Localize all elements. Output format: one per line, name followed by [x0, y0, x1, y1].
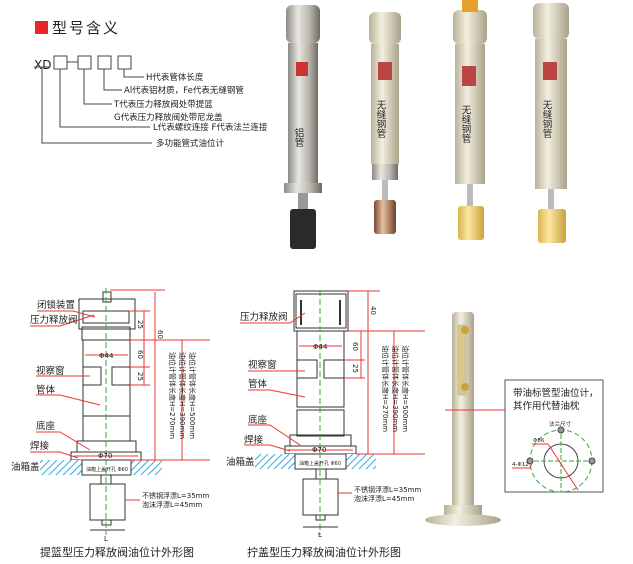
label-window: 视察窗	[36, 365, 65, 377]
cap-dim-diameter-44: Φ44	[313, 343, 328, 351]
dim-diameter-44: Φ44	[99, 352, 114, 360]
model-legend: 型号含义 XD H代表管体长度 Al代表铝材质，Fe代表无缝钢管 T代表压力释放…	[34, 19, 268, 149]
legend-item-material: Al代表铝材质，Fe代表无缝钢管	[124, 85, 244, 96]
diagram-basket-text: 闭锁装置 压力释放阀 视察窗 管体 底座 焊接 油箱盖 60 25 60 25 …	[11, 299, 209, 559]
dim-25: 25	[136, 372, 144, 381]
photo-label-4: 无缝钢管	[541, 100, 553, 138]
side-note-2: 其作用代替油枕	[513, 400, 580, 412]
cap-label-tube: 管体	[248, 378, 268, 390]
cap-label-tank-cover: 油箱盖	[226, 456, 255, 468]
photo-label-2: 无缝钢管	[375, 100, 387, 138]
diagram-title-basket: 提篮型压力释放阀油位计外形图	[40, 545, 194, 559]
model-prefix: XD	[34, 58, 51, 72]
dim-diameter-70: Φ70	[98, 452, 112, 460]
float-dim-l: L	[104, 535, 108, 543]
cap-dim-40: 40	[369, 306, 377, 315]
legend-item-product: 多功能管式油位计	[156, 138, 225, 149]
photo-label-1: 铝管	[293, 127, 305, 147]
legend-item-cap: G代表压力释放阀处带尼龙盖	[114, 112, 223, 123]
photo-steel-gauge-copper-float: 无缝钢管	[369, 12, 401, 234]
flange-dim-86: Φ86	[533, 438, 545, 444]
photo-steel-gauge-foam-float: 无缝钢管	[453, 0, 487, 240]
cap-label-relief-valve: 压力释放阀	[240, 311, 288, 323]
cap-dim-60: 60	[351, 342, 359, 351]
cap-float-steel: 不锈钢浮漂L=35mm	[354, 485, 421, 494]
photo-steel-gauge-foam-float-2: 无缝钢管	[533, 3, 569, 243]
float-foam: 泡沫浮漂L=45mm	[142, 500, 202, 509]
cap-dim-diameter-70: Φ70	[312, 446, 326, 454]
label-tube: 管体	[36, 384, 56, 396]
flange-dim-bolts: 4-Φ12	[512, 462, 529, 468]
label-base: 底座	[36, 420, 56, 432]
float-steel: 不锈钢浮漂L=35mm	[142, 491, 209, 500]
cap-length-390: 油位计管体长度H=390mm	[391, 345, 400, 432]
label-tank-cover: 油箱盖	[11, 461, 40, 473]
length-390: 油位计管体长度H=390mm	[178, 352, 187, 439]
side-gauge: 带油标管型油位计， 其作用代替油枕 法兰尺寸 Φ86 4-Φ12	[425, 312, 604, 526]
diagram-title-cap: 拧盖型压力释放阀油位计外形图	[247, 545, 401, 559]
cap-label-base: 底座	[248, 414, 268, 426]
diagram-basket-type	[30, 288, 210, 535]
side-note-1: 带油标管型油位计，	[513, 387, 599, 399]
label-weld: 焊接	[30, 440, 50, 452]
label-relief-valve: 压力释放阀	[30, 314, 78, 326]
dim-25-top: 25	[136, 320, 144, 329]
diagram-cap-text: 压力释放阀 视察窗 管体 底座 焊接 油箱盖 40 60 25 Φ44 Φ70 …	[226, 306, 421, 559]
red-square-icon	[35, 21, 48, 34]
legend-item-connection: L代表螺纹连接 F代表法兰连接	[153, 122, 268, 133]
photo-aluminum-gauge: 铝管	[284, 5, 322, 249]
product-photos: 铝管 无缝钢管 无缝钢管 无缝钢管	[284, 0, 569, 249]
dim-60: 60	[136, 350, 144, 359]
length-500: 油位计管体长度H=500mm	[188, 352, 197, 439]
flange-title: 法兰尺寸	[549, 420, 572, 428]
label-lock: 闭锁装置	[37, 299, 75, 311]
legend-title: 型号含义	[52, 19, 120, 37]
cap-length-500: 油位计管体长度H=500mm	[401, 345, 410, 432]
dim-60-top: 60	[156, 330, 164, 339]
cap-float-foam: 泡沫浮漂L=45mm	[354, 494, 414, 503]
flange-drawing	[512, 426, 596, 493]
photo-label-3: 无缝钢管	[460, 105, 472, 143]
legend-item-length: H代表管体长度	[146, 72, 204, 83]
cap-label-window: 视察窗	[248, 359, 277, 371]
diagram-cap-type	[240, 290, 425, 535]
cap-float-dim-l: L	[318, 531, 322, 539]
cap-label-weld: 焊接	[244, 434, 264, 446]
legend-item-basket: T代表压力释放阀处带提篮	[113, 99, 213, 110]
tank-opening: 油箱上盖开孔 Φ60	[86, 466, 128, 473]
length-270: 油位计管体长度H=270mm	[168, 352, 177, 439]
cap-dim-25: 25	[351, 364, 359, 373]
cap-length-270: 油位计管体长度H=270mm	[381, 345, 390, 432]
cap-tank-opening: 油箱上盖开孔 Φ60	[299, 460, 341, 467]
